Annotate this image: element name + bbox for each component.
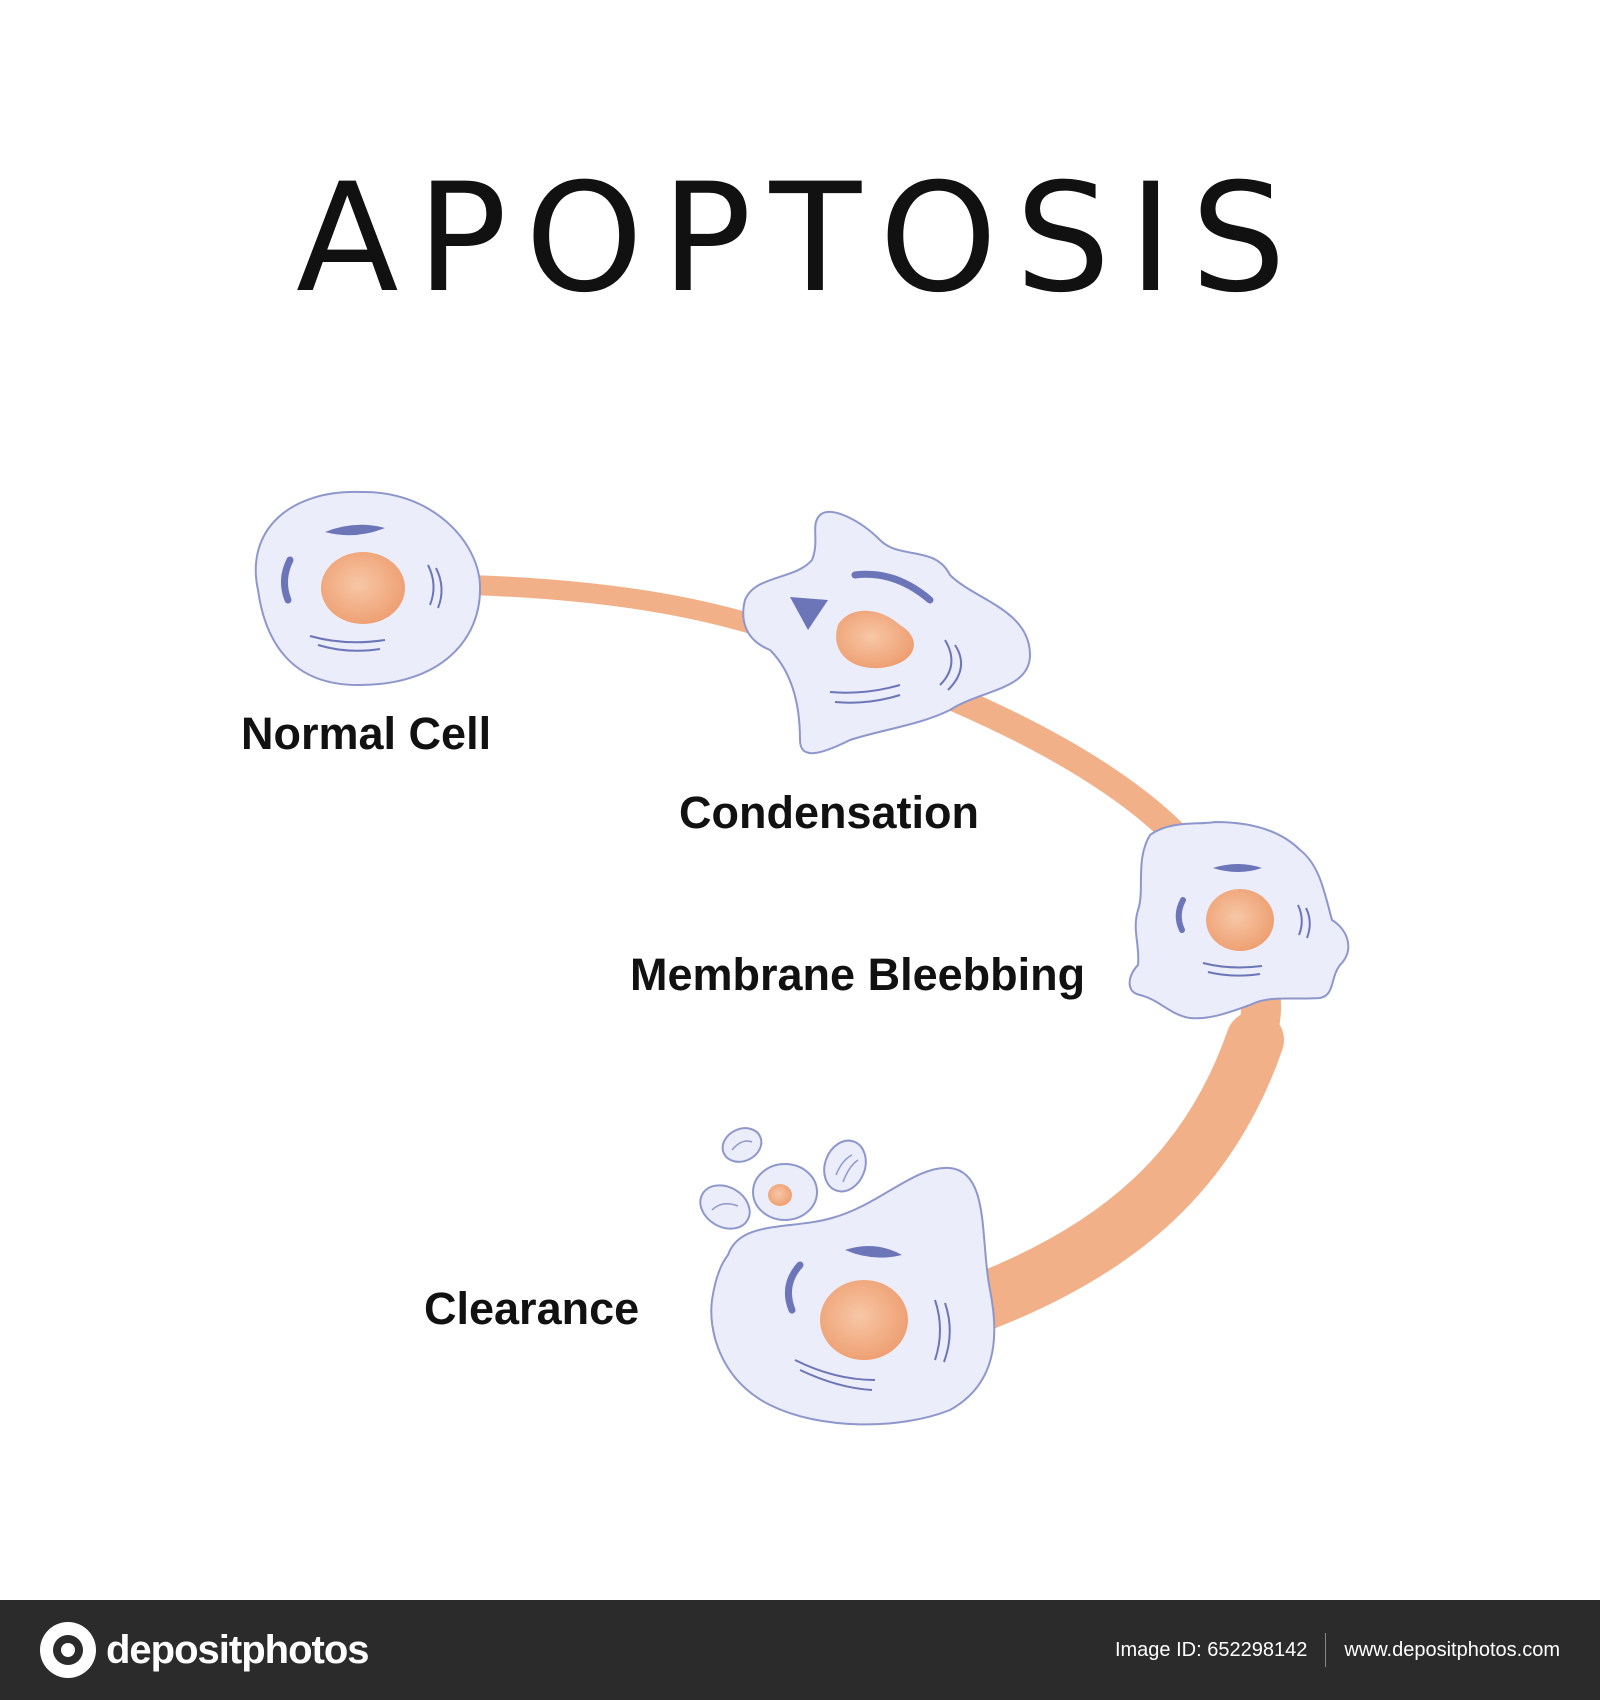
condensation-cell (742, 510, 1032, 755)
apoptosis-diagram: APOPTOSIS (241, 152, 1350, 1426)
brand-name: depositphotos (106, 1627, 370, 1672)
stage-label-membrane-blebbing: Membrane Bleebbing (630, 949, 1085, 1000)
normal-cell (254, 490, 482, 687)
stage-label-normal-cell: Normal Cell (241, 708, 491, 759)
image-id: Image ID: 652298142 (1114, 1638, 1308, 1661)
camera-icon (40, 1622, 96, 1678)
stage-label-clearance: Clearance (424, 1283, 639, 1334)
brand-logo[interactable]: depositphotos (40, 1622, 370, 1678)
stage-label-condensation: Condensation (679, 787, 979, 838)
footer-divider (1325, 1633, 1327, 1667)
clearance-cell (710, 1166, 996, 1426)
website-link[interactable]: www.depositphotos.com (1344, 1638, 1560, 1661)
diagram-title: APOPTOSIS (296, 152, 1304, 326)
footer-meta: Image ID: 652298142 www.depositphotos.co… (1115, 1633, 1560, 1667)
membrane-blebbing-cell (1128, 820, 1350, 1020)
apoptotic-bodies (699, 1127, 867, 1230)
footer-bar: depositphotos Image ID: 652298142 www.de… (0, 1600, 1600, 1700)
